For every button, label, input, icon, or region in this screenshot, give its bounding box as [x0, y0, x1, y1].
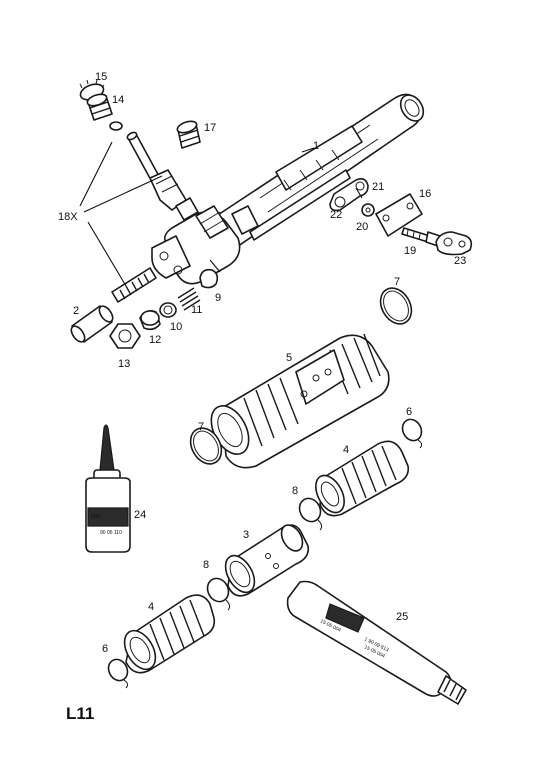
clip-8-lower [206, 577, 231, 611]
cylinder-2 [70, 305, 114, 343]
callout-1: 1 [313, 140, 319, 152]
callout-14: 14 [112, 94, 124, 106]
callout-22: 22 [330, 209, 342, 221]
clip-6-lower [107, 658, 129, 689]
bottle-code-text: 1347 [90, 514, 101, 520]
callout-16: 16 [419, 188, 431, 200]
seal-14 [86, 93, 123, 131]
leader-lines [79, 141, 363, 287]
bolt-19 [401, 227, 441, 247]
callout-25: 25 [396, 611, 408, 623]
steering-rack-housing [151, 93, 425, 285]
callout-labels: 15 14 17 1 21 16 18X 22 20 19 23 9 2 11 … [58, 71, 466, 655]
callout-3: 3 [243, 529, 249, 541]
yoke-12 [139, 310, 161, 331]
callout-6-upper: 6 [406, 406, 412, 418]
callout-8-lower: 8 [203, 559, 209, 571]
callout-13: 13 [118, 358, 130, 370]
part-9 [199, 268, 219, 289]
callout-2: 2 [73, 305, 79, 317]
bush-17 [176, 120, 201, 149]
callout-7-lower: 7 [198, 421, 204, 433]
callout-23: 23 [454, 255, 466, 267]
bottle-small-text: 90 05 110 [100, 530, 122, 536]
bellows-4-upper [315, 440, 410, 517]
tube-3 [224, 524, 310, 597]
callout-4-upper: 4 [343, 444, 349, 456]
bellows-assembly-5 [210, 333, 390, 469]
callout-18x: 18X [58, 211, 78, 223]
callout-17: 17 [204, 122, 216, 134]
callout-8-upper: 8 [292, 485, 298, 497]
clip-8-upper [298, 497, 323, 531]
page-code-label: L11 [66, 704, 95, 723]
callout-6-lower: 6 [102, 643, 108, 655]
clamp-7-upper [379, 287, 413, 325]
ring-10 [159, 302, 177, 318]
plate-16 [375, 193, 423, 237]
lock-plate-23 [435, 231, 473, 256]
tie-rod-end-21 [329, 178, 369, 212]
clip-6-upper [401, 418, 423, 449]
washer-20 [361, 203, 375, 217]
callout-21: 21 [372, 181, 384, 193]
grease-tube-25: 1 90 09 813 15 05 004 15 05 004 [286, 580, 467, 705]
callout-9: 9 [215, 292, 221, 304]
callout-20: 20 [356, 221, 368, 233]
spring-11 [177, 287, 201, 311]
callout-10: 10 [170, 321, 182, 333]
adhesive-bottle-24: 1347 90 05 110 [85, 424, 131, 553]
bellows-4-lower [123, 594, 216, 674]
callout-15: 15 [95, 71, 107, 83]
rack-shaft-spring [111, 267, 157, 303]
callout-11: 11 [191, 304, 202, 316]
callout-4-lower: 4 [148, 601, 154, 613]
callout-12: 12 [149, 334, 161, 346]
callout-5: 5 [286, 352, 292, 364]
callout-24: 24 [134, 509, 146, 521]
nut-13 [109, 323, 141, 349]
clamp-7-lower [189, 427, 223, 465]
pinion-shaft [126, 131, 199, 221]
callout-7-upper: 7 [394, 276, 400, 288]
callout-19: 19 [404, 245, 416, 257]
